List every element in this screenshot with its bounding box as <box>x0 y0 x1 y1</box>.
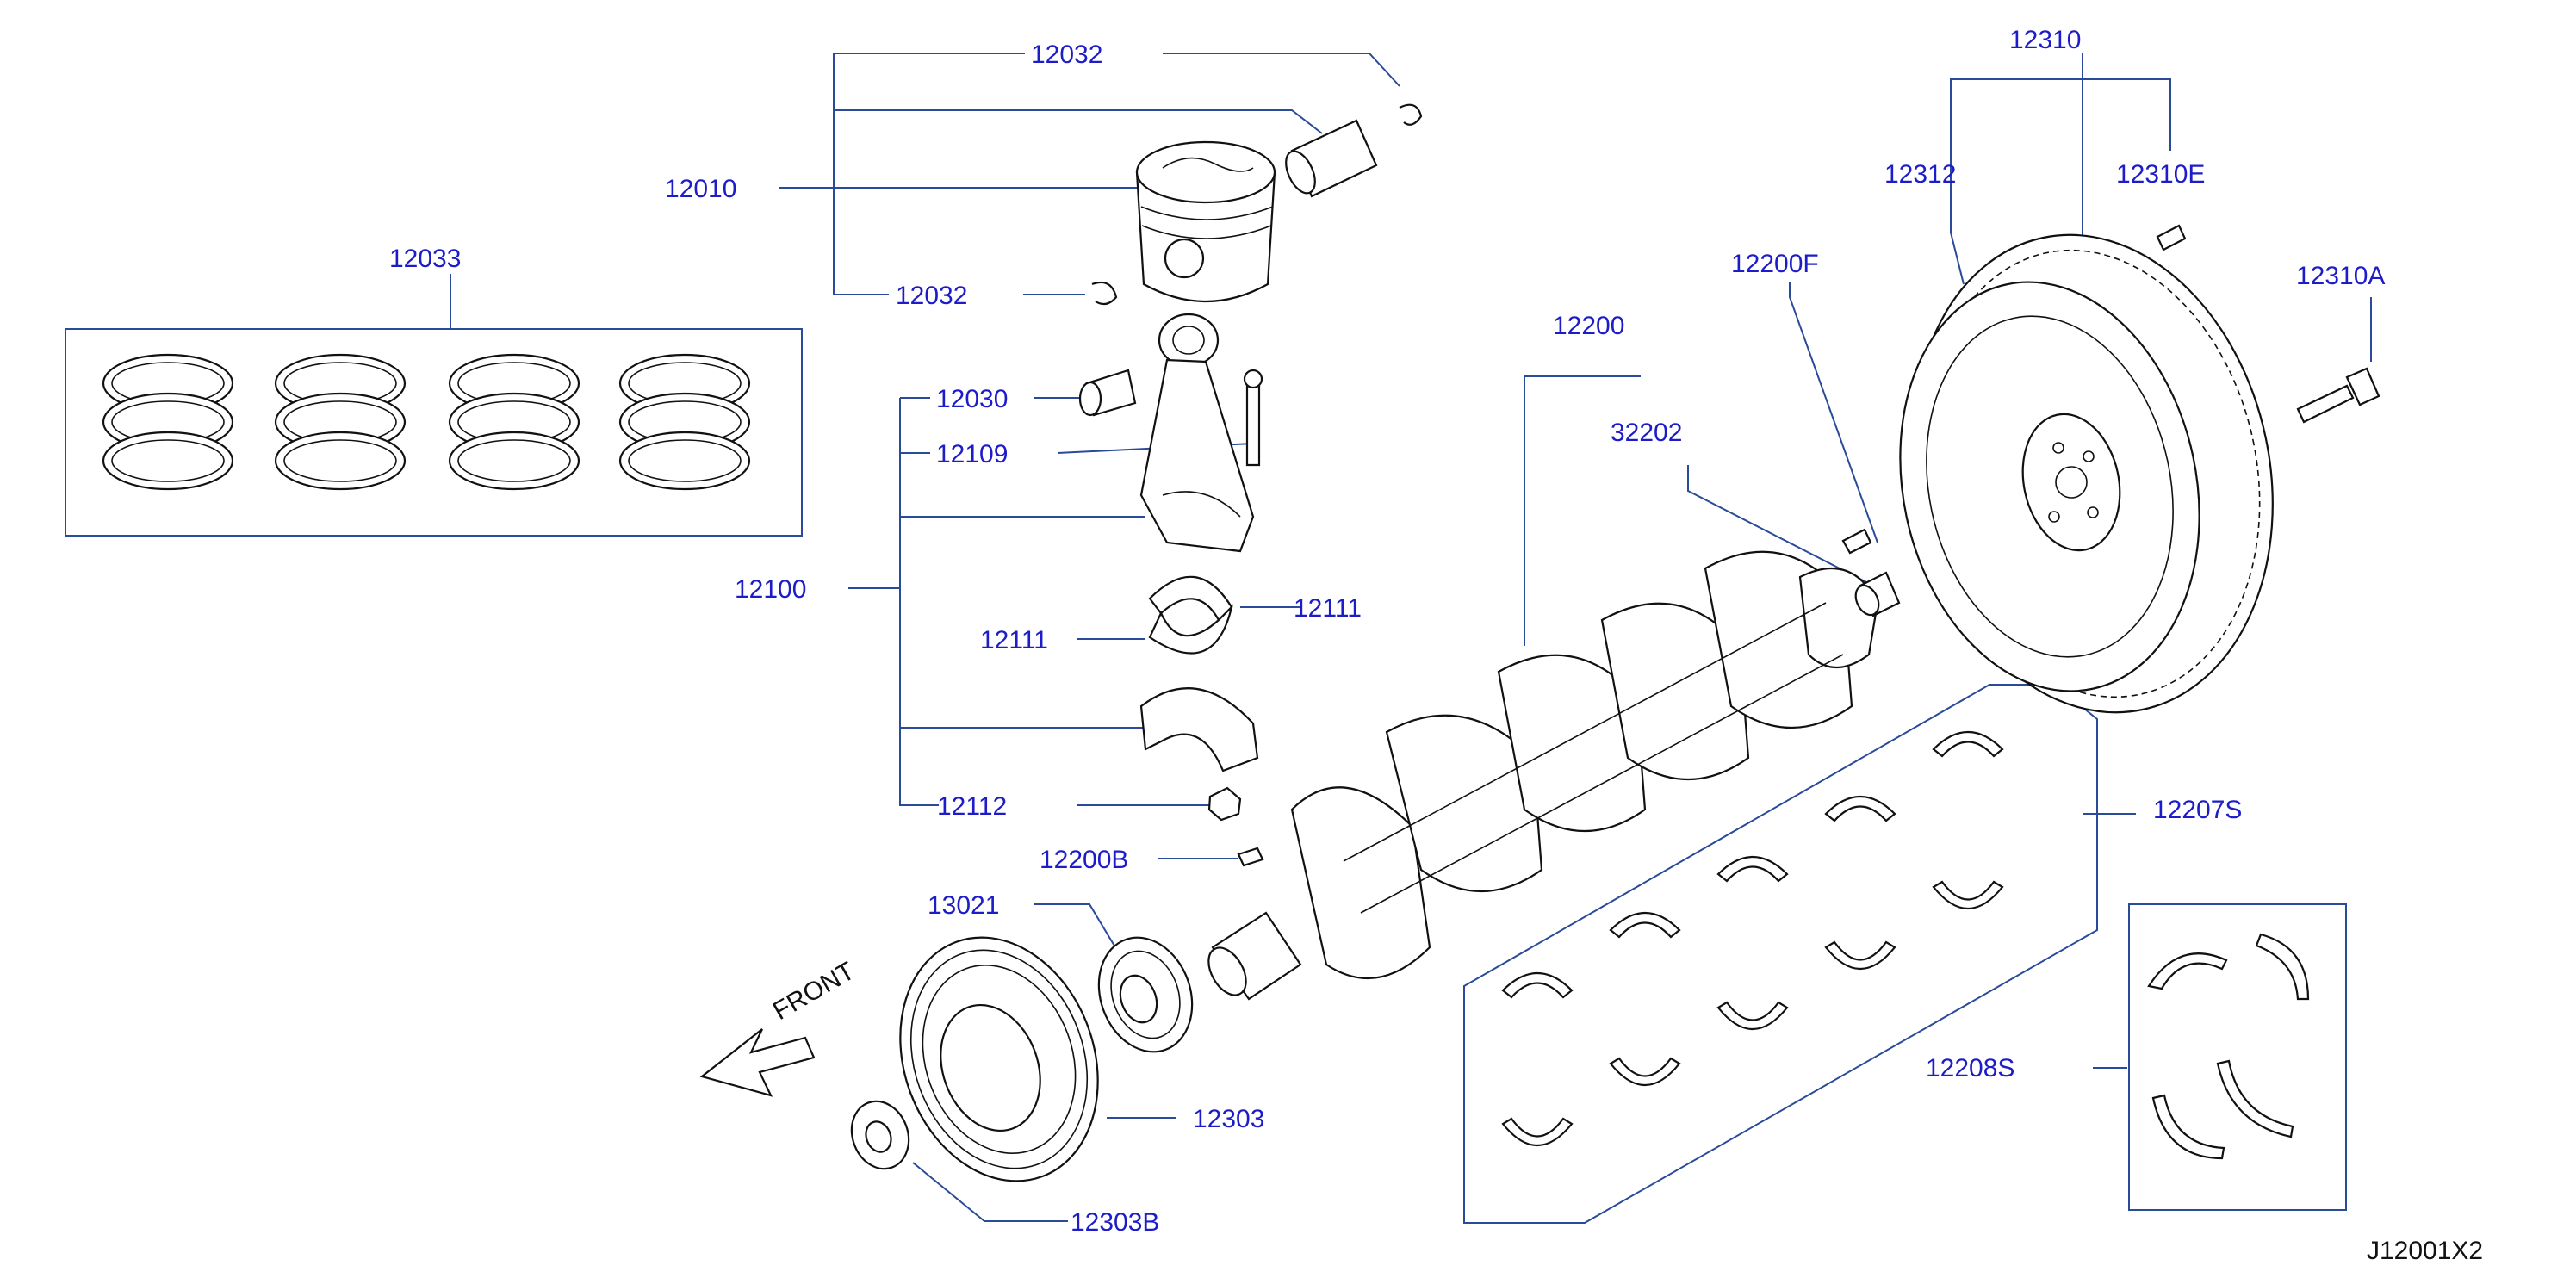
small-end-bushing-icon[interactable] <box>1078 369 1137 417</box>
part-label-12312[interactable]: 12312 <box>1884 160 1956 189</box>
part-label-12310E[interactable]: 12310E <box>2116 160 2205 189</box>
part-label-12111-right[interactable]: 12111 <box>1294 594 1362 623</box>
rod-nut-icon[interactable] <box>1207 786 1242 822</box>
frame-boxes <box>65 328 2347 1224</box>
main-bearing-set-icon[interactable] <box>1501 731 2004 1146</box>
thrust-washer-set-box <box>2128 903 2347 1211</box>
part-label-12109[interactable]: 12109 <box>936 440 1008 468</box>
crank-pulley-icon[interactable] <box>867 909 1131 1209</box>
rod-cap-icon[interactable] <box>1139 687 1259 772</box>
key-pin-icon[interactable] <box>1237 847 1264 867</box>
flywheel-dowel-icon[interactable] <box>1841 528 1872 555</box>
snap-ring-icon[interactable] <box>1091 103 1423 306</box>
connecting-rod-icon[interactable] <box>1139 313 1263 553</box>
piston-icon[interactable] <box>1135 140 1276 302</box>
part-label-12208S[interactable]: 12208S <box>1926 1054 2014 1083</box>
main-bearing-set-box <box>1463 684 2098 1224</box>
part-label-12310[interactable]: 12310 <box>2009 26 2081 54</box>
piston-pin-icon[interactable] <box>1280 119 1378 198</box>
crankshaft-icon[interactable] <box>1201 550 1879 1002</box>
crank-sprocket-icon[interactable] <box>1083 924 1207 1064</box>
part-label-12112[interactable]: 12112 <box>937 792 1007 821</box>
part-label-32202[interactable]: 32202 <box>1611 419 1682 447</box>
part-label-13021[interactable]: 13021 <box>928 891 999 920</box>
part-label-12100[interactable]: 12100 <box>735 575 806 604</box>
part-label-12033[interactable]: 12033 <box>389 245 461 273</box>
part-label-12010[interactable]: 12010 <box>665 175 736 203</box>
part-label-12200[interactable]: 12200 <box>1553 312 1624 340</box>
rod-bearing-upper-icon[interactable] <box>1148 575 1233 655</box>
part-number-labels: 12032 12010 12032 12033 12030 12109 1210… <box>389 26 2385 1237</box>
pulley-bolt-icon[interactable] <box>842 1093 918 1176</box>
part-label-12200B[interactable]: 12200B <box>1040 846 1128 874</box>
diagram-code: J12001X2 <box>2367 1237 2483 1265</box>
front-arrow-icon <box>699 1028 816 1097</box>
part-label-12303B[interactable]: 12303B <box>1071 1208 1159 1237</box>
piston-ring-set-box <box>65 328 803 537</box>
part-label-12030[interactable]: 12030 <box>936 385 1008 413</box>
part-label-12111-left[interactable]: 12111 <box>980 626 1048 655</box>
piston-rings-icon[interactable] <box>102 353 751 491</box>
flywheel-bolt-icon[interactable] <box>2296 367 2380 424</box>
part-label-12207S[interactable]: 12207S <box>2153 796 2242 824</box>
flywheel-icon[interactable] <box>1864 201 2316 746</box>
part-label-12310A[interactable]: 12310A <box>2296 262 2385 290</box>
part-label-12032-bottom[interactable]: 12032 <box>896 282 967 310</box>
part-label-12032-top[interactable]: 12032 <box>1031 40 1102 69</box>
thrust-washer-set-icon[interactable] <box>2147 933 2310 1160</box>
part-label-12200F[interactable]: 12200F <box>1731 250 1819 278</box>
part-label-12303[interactable]: 12303 <box>1193 1105 1264 1133</box>
pilot-bushing-icon[interactable] <box>1852 571 1901 618</box>
front-marker: FRONT <box>768 957 860 1026</box>
flywheel-dowel-pin-icon[interactable] <box>2156 224 2187 251</box>
